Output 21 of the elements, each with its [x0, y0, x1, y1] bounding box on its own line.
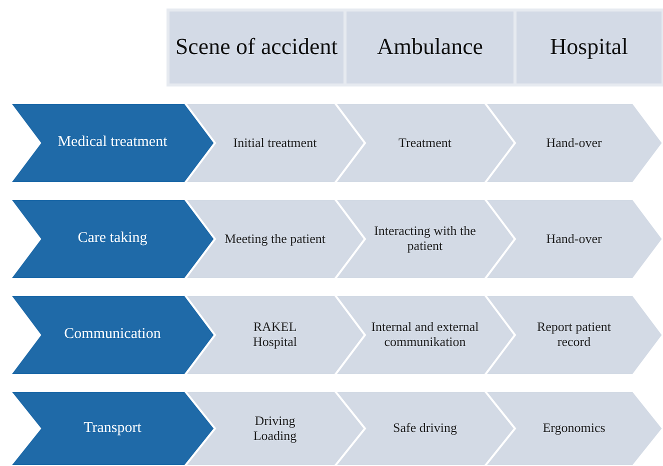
step-text: Meeting the patient	[224, 232, 326, 246]
step-text: Internal and external communikation	[370, 320, 480, 350]
step-text: Driving	[254, 414, 296, 428]
step-text: Interacting with the patient	[373, 224, 477, 254]
row-title: Communication	[64, 326, 161, 344]
step-text: Hospital	[252, 335, 298, 350]
step-text: Hand-over	[546, 232, 602, 246]
step-text: Treatment	[398, 136, 452, 150]
row-title: Care taking	[78, 230, 148, 248]
step-text: Hand-over	[546, 136, 602, 150]
row-title: Medical treatment	[58, 134, 168, 152]
step-text: RAKEL	[253, 320, 297, 335]
step-text: Safe driving	[393, 421, 457, 436]
step-text: Loading	[253, 428, 297, 444]
column-title: Scene of accident	[175, 34, 338, 61]
step-text: Report patient record	[536, 320, 612, 350]
column-title: Ambulance	[376, 34, 483, 61]
column-title: Hospital	[550, 34, 628, 61]
step-text: Initial treatment	[233, 136, 317, 150]
step-text: Ergonomics	[542, 421, 606, 436]
row-title: Transport	[84, 420, 142, 438]
